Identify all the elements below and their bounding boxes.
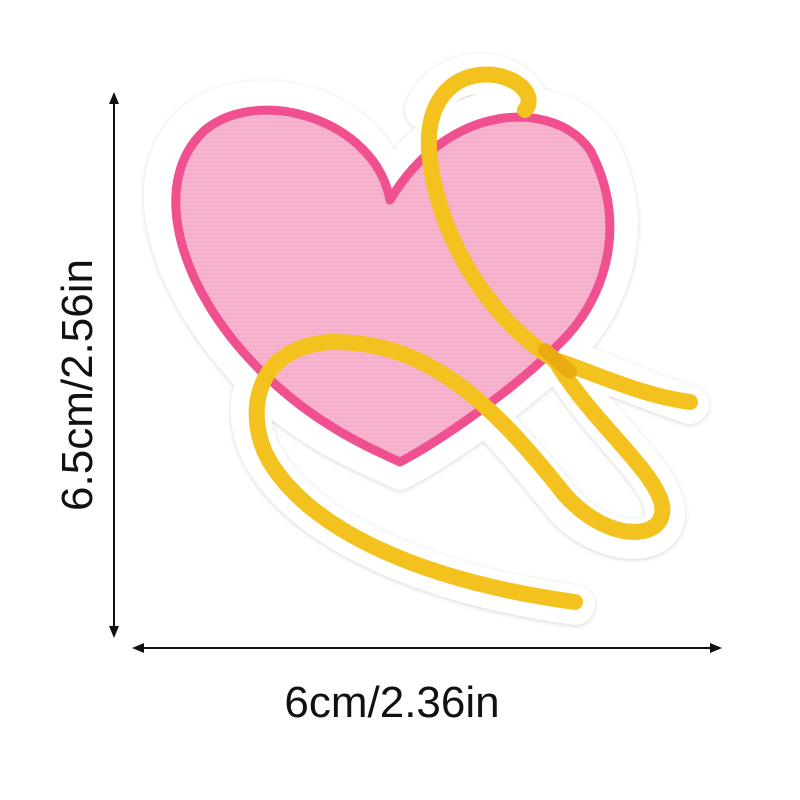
pink-heart [171, 105, 615, 467]
height-dimension-label: 6.5cm/2.56in [53, 259, 102, 511]
width-dimension-label: 6cm/2.36in [284, 678, 500, 727]
yellow-ribbon [248, 66, 698, 610]
height-measure-line [109, 92, 119, 638]
width-measure-line [132, 643, 722, 653]
